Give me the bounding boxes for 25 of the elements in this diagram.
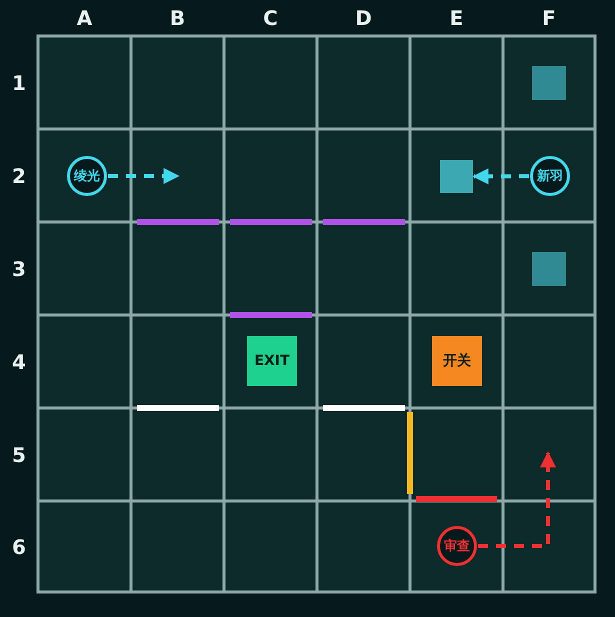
node-text: 审查 xyxy=(444,538,470,555)
row-label: 2 xyxy=(11,164,27,188)
row-label: 3 xyxy=(11,256,27,280)
tile-square xyxy=(532,252,566,286)
row-label: 1 xyxy=(11,70,27,94)
node-text: 新羽 xyxy=(537,168,563,185)
arrow xyxy=(478,451,556,548)
map-tile xyxy=(432,336,482,386)
node-text: 绫光 xyxy=(74,168,100,185)
tile-square xyxy=(440,160,473,193)
column-label: B xyxy=(168,6,186,30)
arrow xyxy=(472,168,530,184)
row-label: 6 xyxy=(11,534,27,558)
arrow xyxy=(108,168,180,184)
row-label: 4 xyxy=(11,350,27,374)
column-label: E xyxy=(448,6,464,30)
map-tile xyxy=(247,336,297,386)
column-label: D xyxy=(354,6,373,30)
node-text: EXIT xyxy=(254,353,290,369)
column-label: C xyxy=(262,6,279,30)
tile-square xyxy=(532,66,566,100)
column-label: F xyxy=(541,6,557,30)
row-label: 5 xyxy=(11,442,27,466)
node-text: 开关 xyxy=(443,352,471,370)
column-label: A xyxy=(76,6,94,30)
